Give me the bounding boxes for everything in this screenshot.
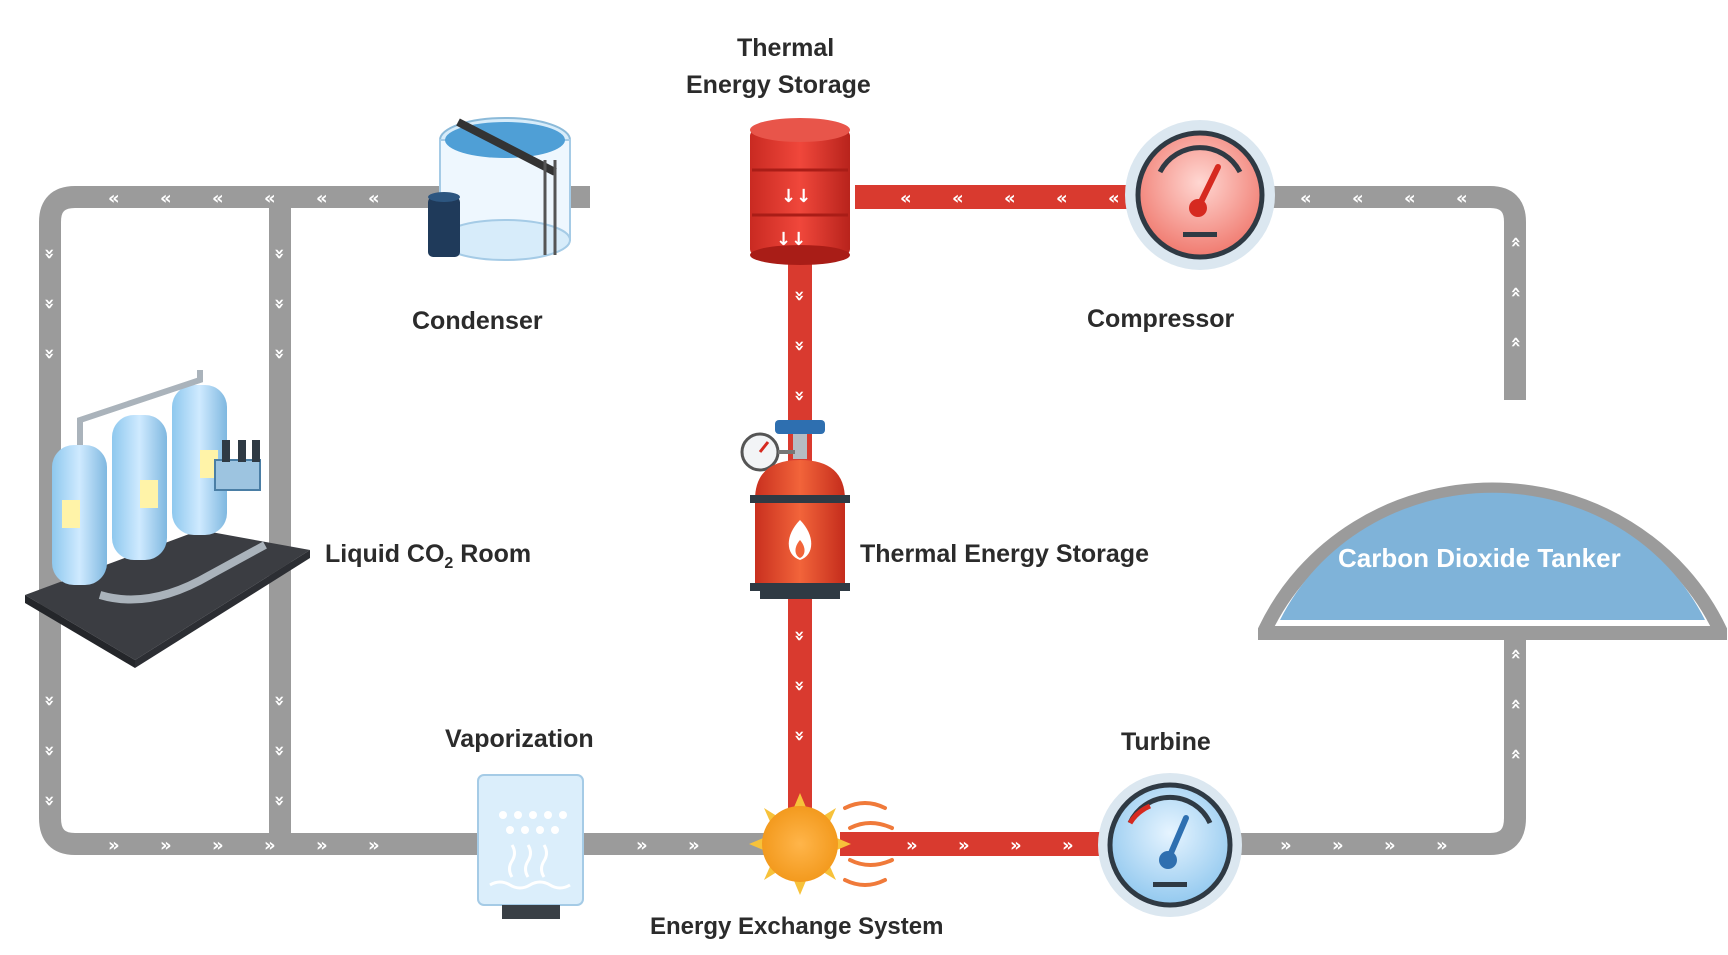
svg-text:»: »	[1010, 835, 1022, 856]
compressor-gauge-icon	[1125, 120, 1275, 270]
svg-text:»: »	[212, 835, 224, 856]
svg-text:»: »	[1505, 286, 1526, 298]
svg-text:»: »	[269, 745, 290, 757]
svg-text:«: «	[368, 188, 380, 209]
svg-text:»: »	[789, 630, 810, 642]
svg-text:»: »	[1505, 748, 1526, 760]
thermal-top-label-line2: Energy Storage	[686, 71, 871, 99]
svg-text:»: »	[368, 835, 380, 856]
svg-text:»: »	[269, 795, 290, 807]
compressor-label: Compressor	[1087, 305, 1235, 333]
svg-text:«: «	[1300, 188, 1312, 209]
svg-text:»: »	[789, 290, 810, 302]
svg-text:↓↓: ↓↓	[781, 186, 811, 207]
turbine-label: Turbine	[1121, 728, 1211, 756]
svg-text:»: »	[1062, 835, 1074, 856]
svg-text:«: «	[900, 188, 912, 209]
thermal-storage-drum-icon: ↓↓ ↓↓	[750, 118, 850, 265]
svg-text:«: «	[1404, 188, 1416, 209]
energy-exchange-label: Energy Exchange System	[650, 913, 944, 940]
svg-text:«: «	[952, 188, 964, 209]
svg-text:»: »	[316, 835, 328, 856]
svg-text:«: «	[160, 188, 172, 209]
right-lower-pipe	[1235, 630, 1526, 855]
carbon-dioxide-tanker-dome	[1258, 482, 1727, 640]
svg-text:»: »	[269, 695, 290, 707]
svg-text:»: »	[108, 835, 120, 856]
vertical-flow-arrows: » » » » » » » » » » » » » » » » » »	[39, 236, 1526, 806]
svg-text:»: »	[39, 795, 60, 807]
liquid-co2-room-label: Liquid CO2 Room	[325, 540, 532, 572]
carbon-dioxide-tanker-label: Carbon Dioxide Tanker	[1338, 543, 1621, 573]
svg-text:»: »	[160, 835, 172, 856]
svg-text:«: «	[264, 188, 276, 209]
svg-text:»: »	[1505, 698, 1526, 710]
svg-text:»: »	[688, 835, 700, 856]
svg-text:«: «	[688, 188, 700, 209]
svg-text:«: «	[635, 188, 647, 209]
svg-text:«: «	[108, 188, 120, 209]
svg-text:«: «	[1352, 188, 1364, 209]
svg-text:»: »	[269, 248, 290, 260]
svg-text:«: «	[1456, 188, 1468, 209]
svg-text:»: »	[906, 835, 918, 856]
svg-text:»: »	[1280, 835, 1292, 856]
vaporizer-icon	[477, 774, 584, 919]
sun-heat-icon	[749, 793, 894, 895]
svg-text:«: «	[316, 188, 328, 209]
thermal-top-label-line1: Thermal	[737, 34, 835, 62]
red-pipe-network	[788, 185, 1140, 856]
svg-text:»: »	[1505, 336, 1526, 348]
svg-text:»: »	[636, 835, 648, 856]
svg-text:»: »	[1505, 236, 1526, 248]
svg-text:»: »	[789, 680, 810, 692]
svg-text:»: »	[789, 340, 810, 352]
svg-text:«: «	[1056, 188, 1068, 209]
condenser-label: Condenser	[412, 307, 543, 335]
svg-text:«: «	[212, 188, 224, 209]
svg-text:»: »	[269, 298, 290, 310]
svg-text:»: »	[1436, 835, 1448, 856]
svg-text:»: »	[789, 390, 810, 402]
right-upper-pipe	[1245, 186, 1526, 400]
turbine-gauge-icon	[1098, 773, 1242, 917]
svg-text:»: »	[1384, 835, 1396, 856]
gray-flow-arrows: « « « « « « « « « « « « » » » » » » » » » » » »	[108, 188, 1468, 856]
svg-text:»: »	[789, 730, 810, 742]
vaporization-label: Vaporization	[445, 725, 594, 753]
gray-pipe-network	[39, 186, 1526, 855]
svg-text:»: »	[39, 248, 60, 260]
thermal-storage-label: Thermal Energy Storage	[860, 540, 1149, 568]
svg-text:«: «	[1108, 188, 1120, 209]
svg-text:»: »	[269, 348, 290, 360]
svg-text:»: »	[39, 348, 60, 360]
svg-text:«: «	[1004, 188, 1016, 209]
svg-text:»: »	[958, 835, 970, 856]
svg-text:»: »	[39, 695, 60, 707]
svg-text:»: »	[1505, 648, 1526, 660]
red-flow-arrows: « « « « « » » » » » » » » » »	[789, 188, 1120, 856]
svg-text:↓↓: ↓↓	[776, 229, 806, 250]
svg-text:»: »	[39, 298, 60, 310]
svg-text:»: »	[39, 745, 60, 757]
svg-text:»: »	[264, 835, 276, 856]
svg-text:»: »	[1332, 835, 1344, 856]
gas-cylinder-icon	[740, 420, 850, 599]
liquid-co2-room-icon	[25, 370, 310, 668]
condenser-tank-icon	[428, 117, 571, 261]
left-loop-pipe	[39, 186, 775, 855]
